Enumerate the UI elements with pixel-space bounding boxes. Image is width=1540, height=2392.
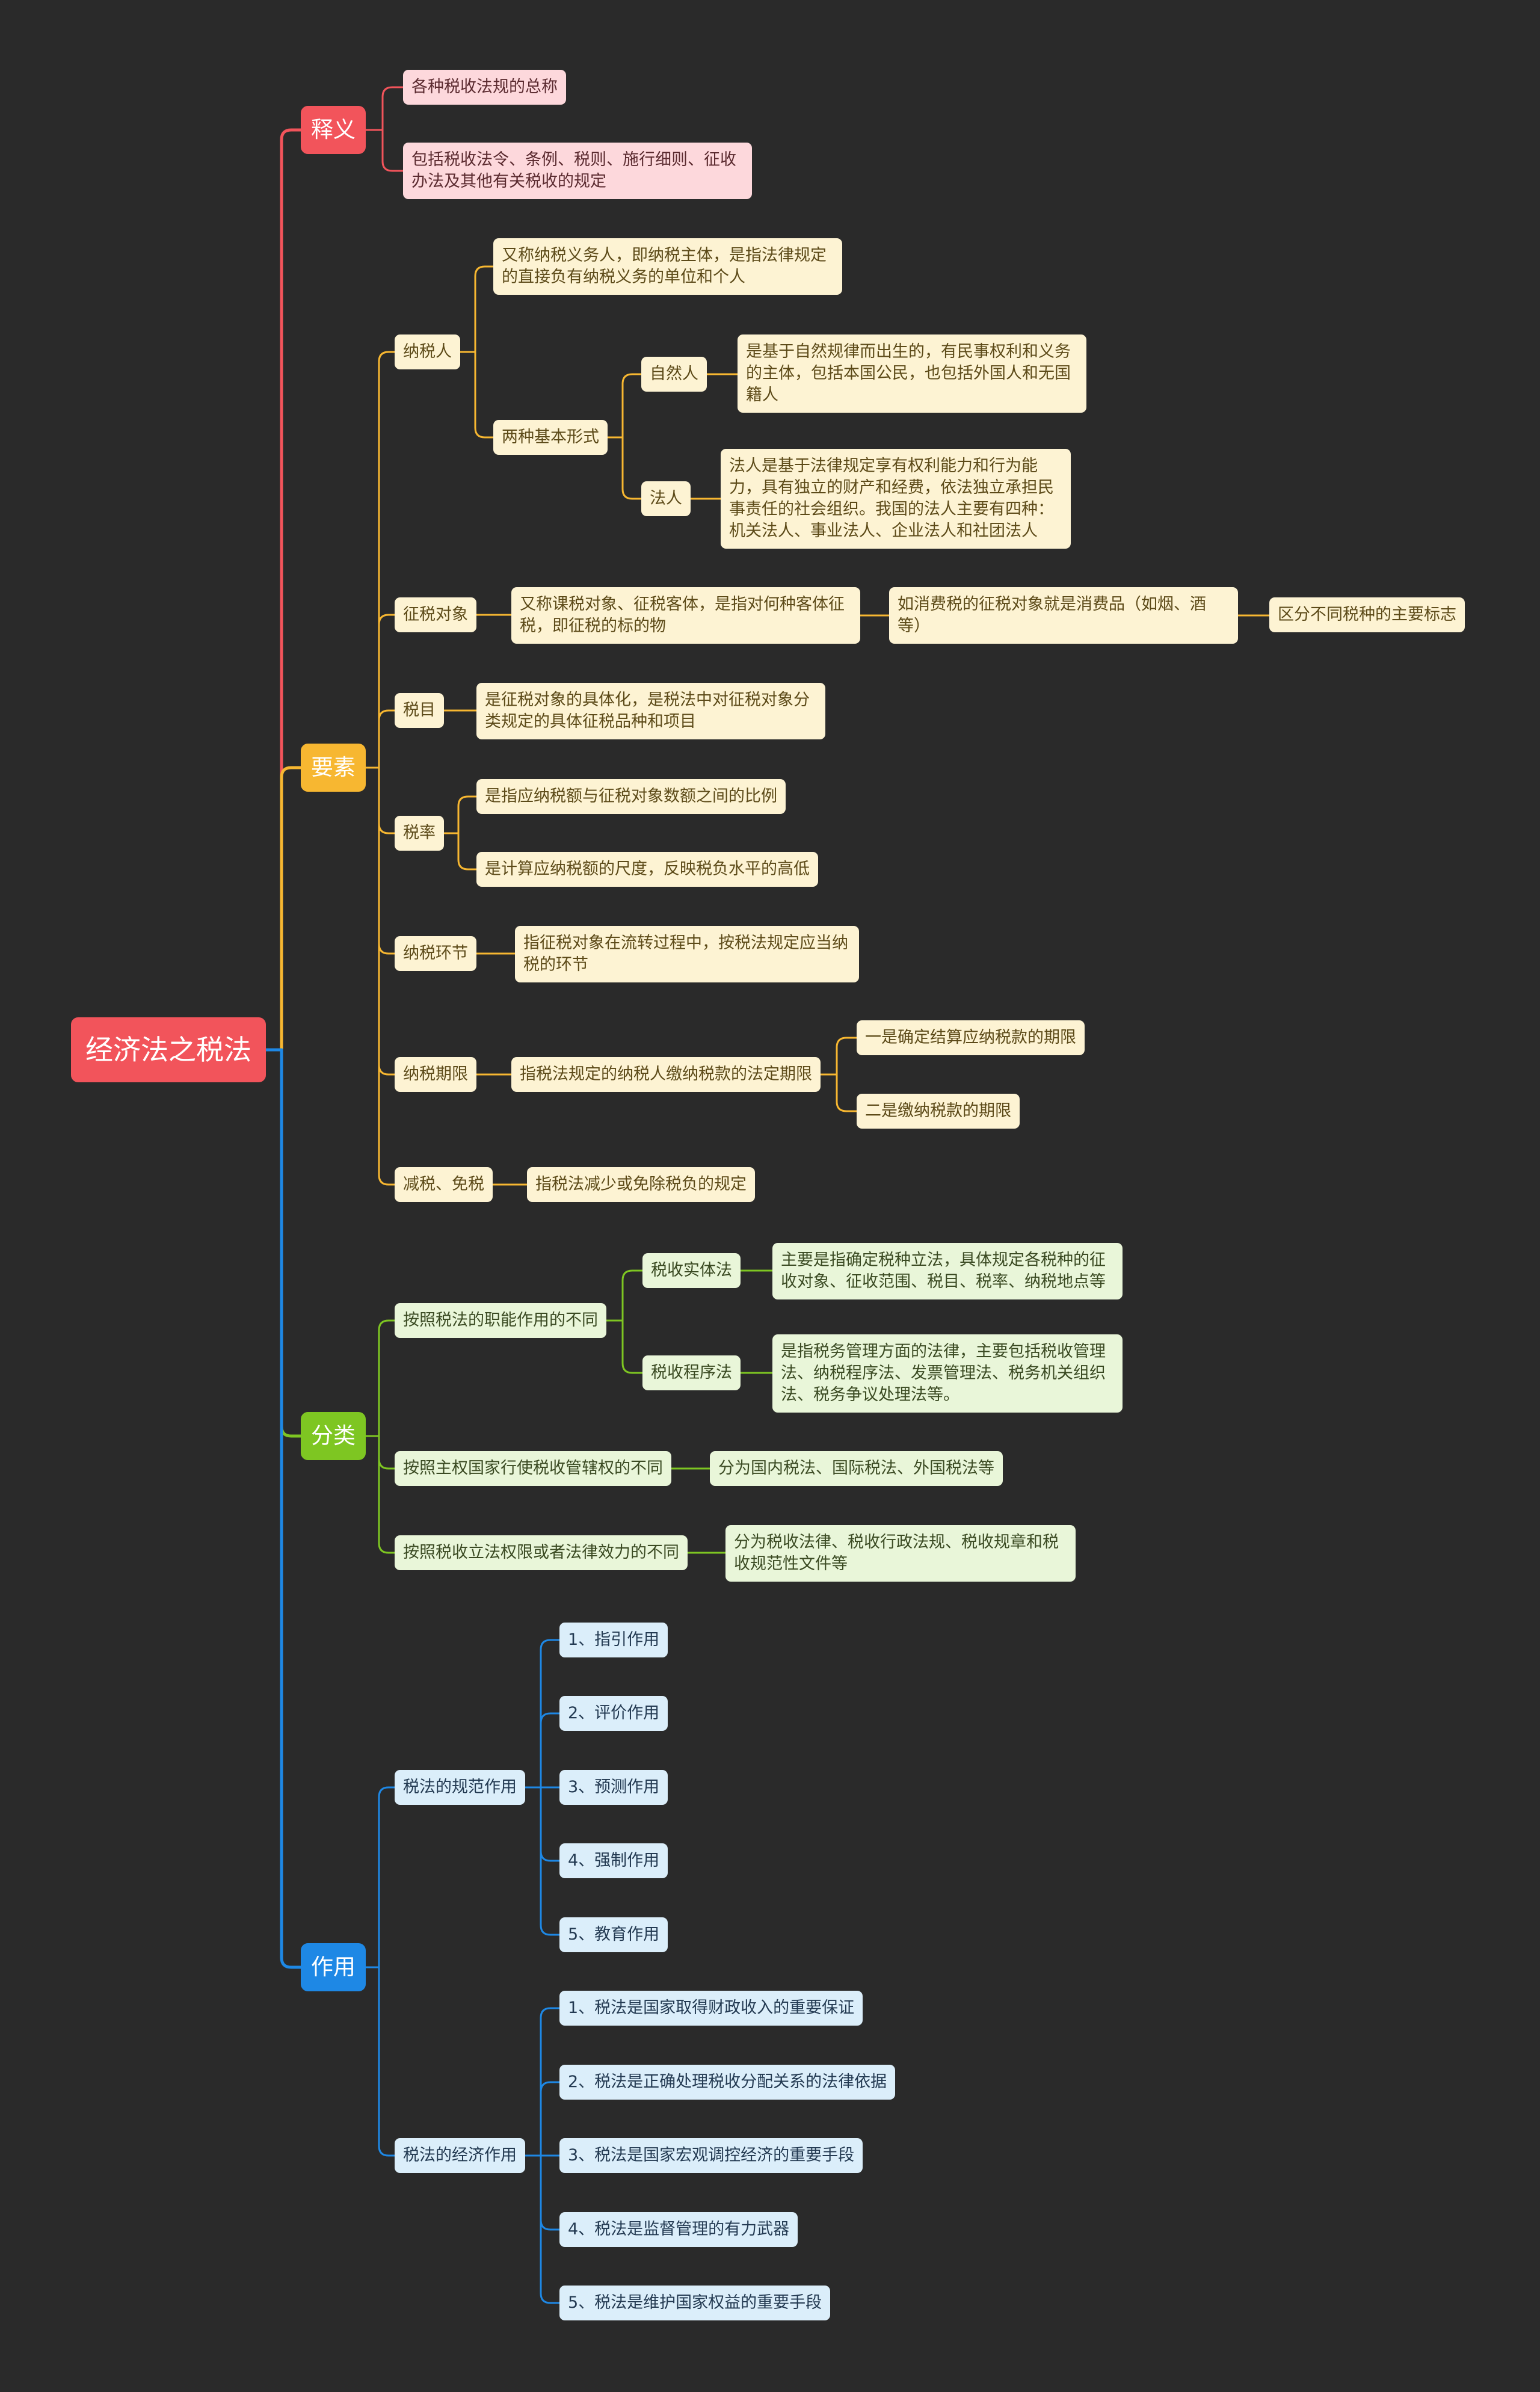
class-by-jurisdiction-node[interactable]: 按照主权国家行使税收管辖权的不同 — [395, 1451, 671, 1486]
taxpayer-forms-node[interactable]: 两种基本形式 — [493, 420, 608, 455]
meaning-item-2[interactable]: 包括税收法令、条例、税则、施行细则、征收办法及其他有关税收的规定 — [403, 143, 752, 199]
normative-item-4[interactable]: 4、强制作用 — [559, 1843, 668, 1878]
tax-rate-item-2[interactable]: 是计算应纳税额的尺度，反映税负水平的高低 — [476, 852, 818, 887]
tax-period-item-1[interactable]: 一是确定结算应纳税款的期限 — [857, 1020, 1085, 1055]
normative-item-3[interactable]: 3、预测作用 — [559, 1770, 668, 1805]
connector-root-node — [264, 1048, 303, 1969]
class-by-jurisdiction-text[interactable]: 分为国内税法、国际税法、外国税法等 — [710, 1451, 1003, 1486]
tax-period-item-2[interactable]: 二是缴纳税款的期限 — [857, 1094, 1020, 1129]
class-by-function-node[interactable]: 按照税法的职能作用的不同 — [395, 1303, 606, 1338]
tax-period-node[interactable]: 纳税期限 — [395, 1057, 476, 1092]
tax-rate-node[interactable]: 税率 — [395, 816, 444, 851]
branch-elements[interactable]: 要素 — [301, 744, 366, 792]
object-example[interactable]: 如消费税的征税对象就是消费品（如烟、酒等） — [889, 587, 1238, 644]
economic-item-2[interactable]: 2、税法是正确处理税收分配关系的法律依据 — [559, 2065, 896, 2100]
legal-person-node[interactable]: 法人 — [641, 481, 691, 516]
connector-branch-classification — [365, 1319, 396, 1554]
tax-relief-node[interactable]: 减税、免税 — [395, 1167, 493, 1202]
natural-person-text[interactable]: 是基于自然规律而出生的，有民事权利和义务的主体，包括本国公民，也包括外国人和无国… — [738, 334, 1086, 413]
tax-item-text[interactable]: 是征税对象的具体化，是税法中对征税对象分类规定的具体征税品种和项目 — [476, 683, 825, 739]
substantive-law-text[interactable]: 主要是指确定税种立法，具体规定各税种的征收对象、征收范围、税目、税率、纳税地点等 — [772, 1243, 1123, 1299]
connector-root-node — [264, 128, 303, 1052]
substantive-law-node[interactable]: 税收实体法 — [642, 1253, 741, 1288]
branch-meaning[interactable]: 释义 — [301, 106, 366, 154]
class-by-authority-text[interactable]: 分为税收法律、税收行政法规、税收规章和税收规范性文件等 — [725, 1525, 1076, 1582]
root-node[interactable]: 经济法之税法 — [71, 1017, 266, 1082]
tax-item-node[interactable]: 税目 — [395, 693, 444, 728]
natural-person-node[interactable]: 自然人 — [641, 357, 707, 392]
object-node[interactable]: 征税对象 — [395, 597, 476, 632]
procedural-law-node[interactable]: 税收程序法 — [642, 1355, 741, 1390]
connector-root-node — [264, 766, 303, 1052]
economic-item-5[interactable]: 5、税法是维护国家权益的重要手段 — [559, 2286, 831, 2320]
taxpayer-definition[interactable]: 又称纳税义务人，即纳税主体，是指法律规定的直接负有纳税义务的单位和个人 — [493, 238, 842, 295]
object-text[interactable]: 又称课税对象、征税客体，是指对何种客体征税，即征税的标的物 — [511, 587, 860, 644]
connector-branch-meaning — [365, 86, 404, 172]
class-by-authority-node[interactable]: 按照税收立法权限或者法律效力的不同 — [395, 1535, 688, 1570]
connector-taxpayer-forms-node — [606, 373, 642, 500]
connector-economic-function-node — [524, 2007, 561, 2304]
tax-period-text[interactable]: 指税法规定的纳税人缴纳税款的法定期限 — [511, 1057, 821, 1092]
economic-item-1[interactable]: 1、税法是国家取得财政收入的重要保证 — [559, 1991, 863, 2026]
economic-item-3[interactable]: 3、税法是国家宏观调控经济的重要手段 — [559, 2138, 863, 2173]
connector-branch-elements — [365, 351, 396, 1186]
economic-function-node[interactable]: 税法的经济作用 — [395, 2138, 525, 2173]
connector-class-by-function-node — [605, 1269, 644, 1374]
tax-rate-item-1[interactable]: 是指应纳税额与征税对象数额之间的比例 — [476, 779, 786, 814]
meaning-item-1[interactable]: 各种税收法规的总称 — [403, 70, 566, 105]
procedural-law-text[interactable]: 是指税务管理方面的法律，主要包括税收管理法、纳税程序法、发票管理法、税务机关组织… — [772, 1334, 1123, 1413]
connector-root-node — [264, 1048, 303, 1438]
connector-branch-function — [365, 1786, 396, 2157]
branch-classification[interactable]: 分类 — [301, 1412, 366, 1460]
legal-person-text[interactable]: 法人是基于法律规定享有权利能力和行为能力，具有独立的财产和经费，依法独立承担民事… — [721, 449, 1071, 549]
tax-stage-node[interactable]: 纳税环节 — [395, 936, 476, 971]
connector-tax-rate-node — [443, 795, 478, 871]
connector-tax-period-text — [819, 1037, 858, 1112]
taxpayer-node[interactable]: 纳税人 — [395, 334, 460, 369]
connector-normative-function-node — [524, 1639, 561, 1936]
normative-item-2[interactable]: 2、评价作用 — [559, 1696, 668, 1731]
normative-function-node[interactable]: 税法的规范作用 — [395, 1770, 525, 1805]
tax-stage-text[interactable]: 指征税对象在流转过程中，按税法规定应当纳税的环节 — [515, 926, 859, 982]
branch-function[interactable]: 作用 — [301, 1943, 366, 1991]
tax-relief-text[interactable]: 指税法减少或免除税负的规定 — [527, 1167, 755, 1202]
normative-item-5[interactable]: 5、教育作用 — [559, 1917, 668, 1952]
normative-item-1[interactable]: 1、指引作用 — [559, 1623, 668, 1657]
connector-taxpayer-node — [459, 265, 494, 439]
economic-item-4[interactable]: 4、税法是监督管理的有力武器 — [559, 2212, 798, 2247]
object-note[interactable]: 区分不同税种的主要标志 — [1269, 597, 1465, 632]
